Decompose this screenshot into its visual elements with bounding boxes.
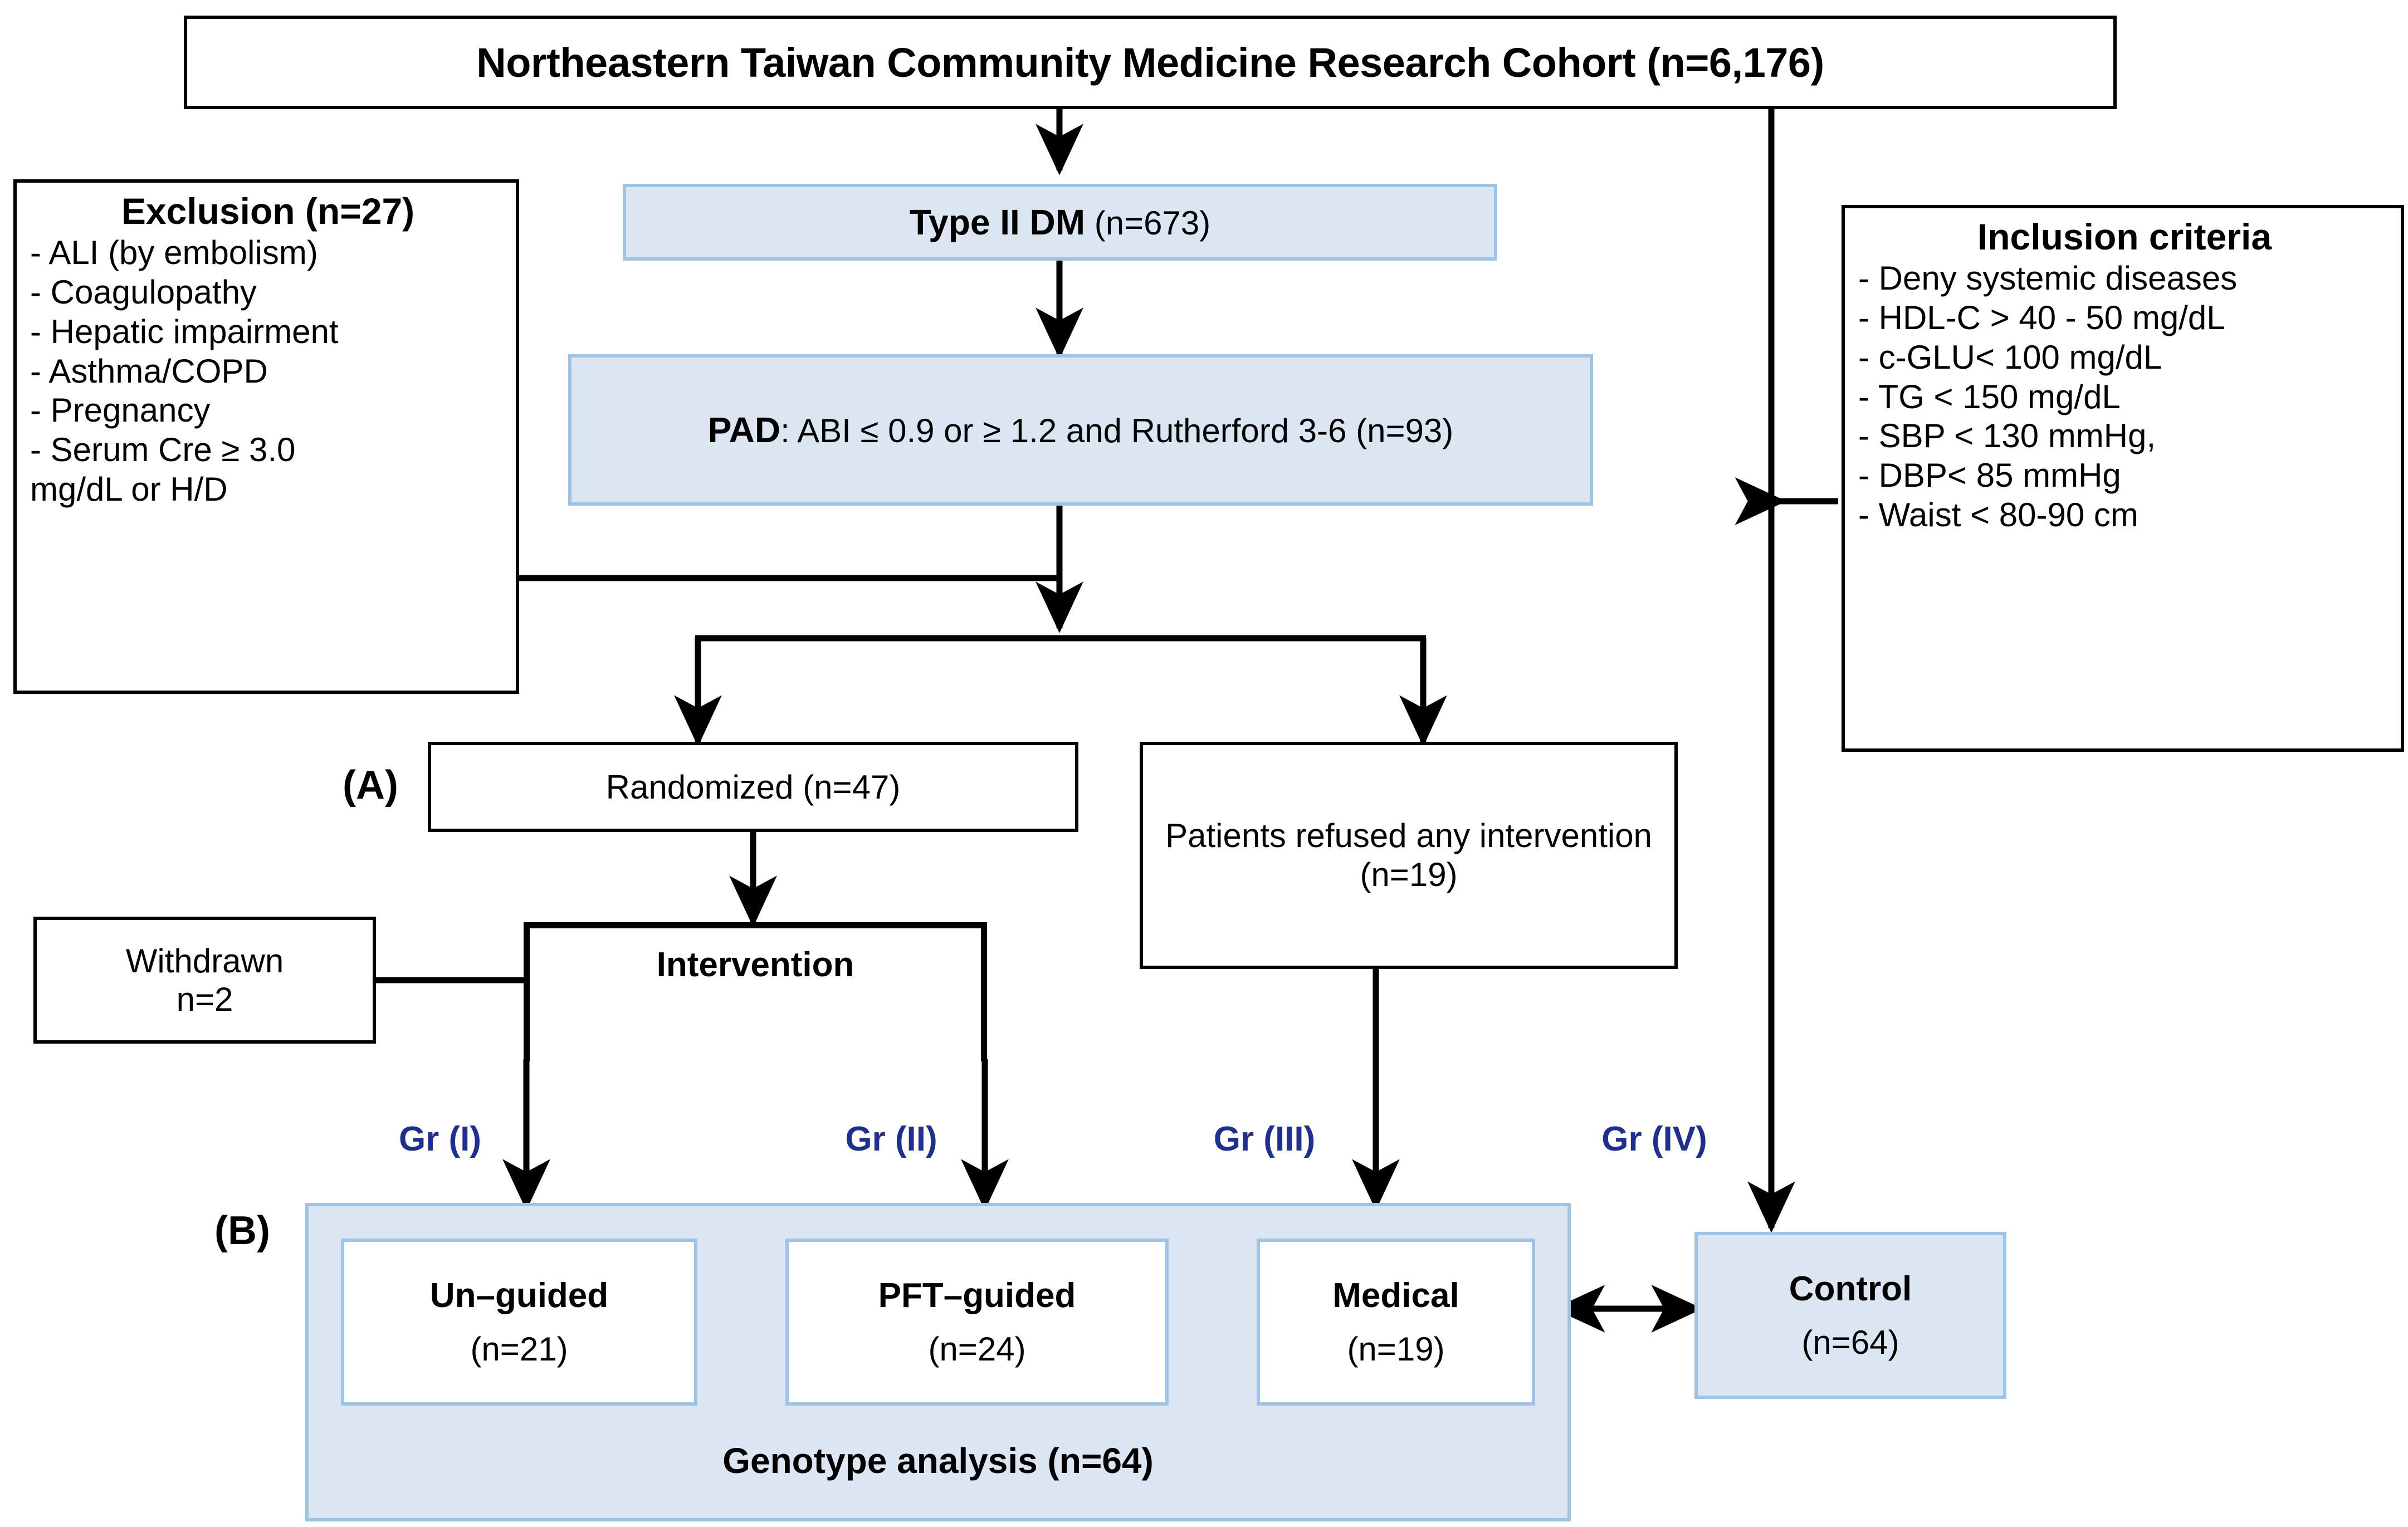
refused-label: Patients refused any intervention (n=19): [1165, 817, 1652, 893]
group-n-2: (n=24): [928, 1330, 1026, 1368]
exclusion-item: mg/dL or H/D: [30, 471, 228, 508]
exclusion-box: Exclusion (n=27) - ALI (by embolism) - C…: [13, 179, 519, 694]
panel-label-a: (A): [312, 741, 429, 830]
pad-label: PAD: ABI ≤ 0.9 or ≥ 1.2 and Rutherford 3…: [708, 409, 1454, 451]
cohort-box: Northeastern Taiwan Community Medicine R…: [184, 16, 2117, 109]
type2-dm-label: Type II DM (n=673): [910, 202, 1210, 243]
group-name-3: Medical: [1332, 1276, 1459, 1315]
group-box-un-guided: Un–guided (n=21): [341, 1239, 697, 1406]
randomized-label: Randomized (n=47): [605, 768, 901, 806]
genotype-panel: Un–guided (n=21) PFT–guided (n=24) Medic…: [305, 1203, 1571, 1521]
pad-box: PAD: ABI ≤ 0.9 or ≥ 1.2 and Rutherford 3…: [568, 354, 1593, 506]
pad-bold: PAD: [707, 409, 781, 450]
type2-dm-bold: Type II DM: [909, 202, 1086, 242]
exclusion-item: - Asthma/COPD: [30, 352, 268, 390]
intervention-label: Intervention: [656, 946, 854, 984]
randomized-box: Randomized (n=47): [428, 742, 1078, 832]
panel-label-a-text: (A): [343, 763, 398, 807]
exclusion-item: - ALI (by embolism): [30, 234, 318, 272]
inclusion-item: - c-GLU< 100 mg/dL: [1858, 338, 2162, 376]
group-tag-4-text: Gr (IV): [1601, 1119, 1707, 1158]
exclusion-item: - Coagulopathy: [30, 273, 257, 311]
cohort-title: Northeastern Taiwan Community Medicine R…: [476, 39, 1824, 86]
inclusion-item: - Waist < 80-90 cm: [1858, 496, 2138, 534]
type2-dm-count: (n=673): [1085, 204, 1211, 242]
control-box: Control (n=64): [1694, 1232, 2006, 1399]
type2-dm-box: Type II DM (n=673): [623, 184, 1497, 261]
inclusion-item: - DBP< 85 mmHg: [1858, 457, 2121, 495]
exclusion-item: - Serum Cre ≥ 3.0: [30, 431, 296, 469]
group-tag-2: Gr (II): [802, 1114, 980, 1164]
group-tag-3: Gr (III): [1164, 1114, 1365, 1164]
inclusion-heading: Inclusion criteria: [1977, 216, 2272, 257]
group-tag-1-text: Gr (I): [398, 1119, 482, 1158]
exclusion-item: - Pregnancy: [30, 391, 211, 429]
panel-label-b: (B): [184, 1186, 301, 1275]
withdrawn-line1: Withdrawn: [125, 942, 284, 980]
group-box-medical: Medical (n=19): [1257, 1239, 1535, 1406]
group-n-1: (n=21): [470, 1330, 568, 1368]
inclusion-item: - Deny systemic diseases: [1858, 260, 2238, 297]
group-name-2: PFT–guided: [878, 1276, 1076, 1315]
inclusion-item: - SBP < 130 mmHg,: [1858, 417, 2156, 455]
panel-label-b-text: (B): [214, 1208, 270, 1253]
group-tag-1: Gr (I): [356, 1114, 524, 1164]
group-tag-4: Gr (IV): [1554, 1114, 1755, 1164]
withdrawn-line2: n=2: [176, 981, 233, 1018]
group-name-1: Un–guided: [429, 1276, 609, 1315]
intervention-box: Intervention: [524, 922, 987, 1061]
inclusion-item: - TG < 150 mg/dL: [1858, 378, 2121, 415]
genotype-caption: Genotype analysis (n=64): [722, 1441, 1154, 1481]
exclusion-heading: Exclusion (n=27): [121, 190, 415, 232]
group-name-4: Control: [1789, 1270, 1912, 1308]
withdrawn-box: Withdrawn n=2: [33, 917, 376, 1044]
group-n-4: (n=64): [1801, 1324, 1899, 1361]
pad-criteria: : ABI ≤ 0.9 or ≥ 1.2 and Rutherford 3-6 …: [780, 412, 1454, 449]
group-n-3: (n=19): [1347, 1330, 1445, 1368]
refused-box: Patients refused any intervention (n=19): [1140, 742, 1678, 969]
inclusion-item: - HDL-C > 40 - 50 mg/dL: [1858, 299, 2225, 337]
exclusion-item: - Hepatic impairment: [30, 312, 339, 350]
group-tag-2-text: Gr (II): [845, 1119, 937, 1158]
inclusion-box: Inclusion criteria - Deny systemic disea…: [1842, 205, 2404, 752]
group-tag-3-text: Gr (III): [1213, 1119, 1316, 1158]
group-box-pft-guided: PFT–guided (n=24): [785, 1239, 1169, 1406]
